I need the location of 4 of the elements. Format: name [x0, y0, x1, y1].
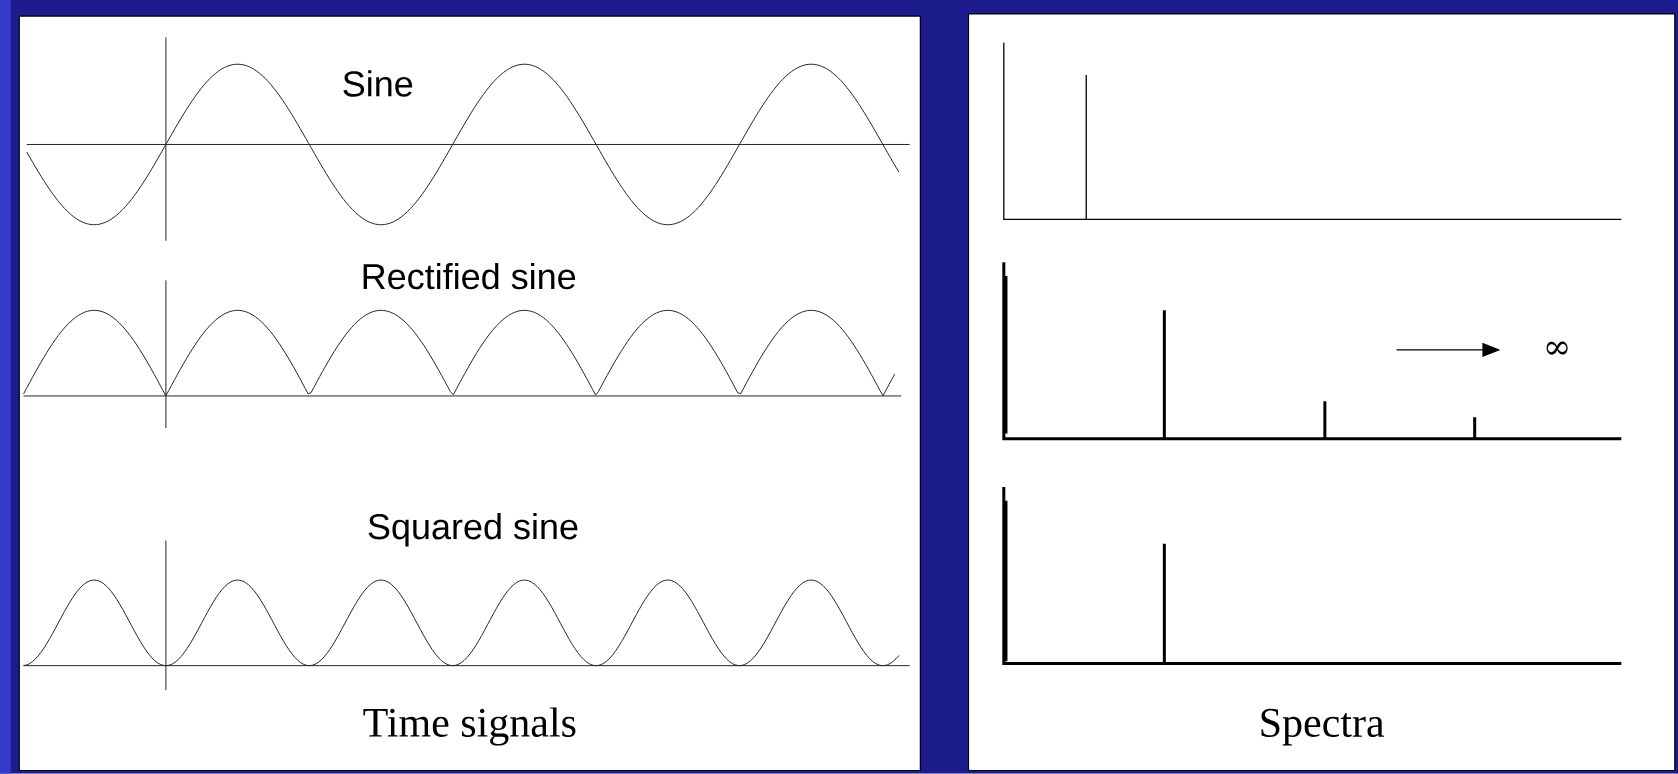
text-label: Sine [343, 70, 413, 97]
text-label: Squared sine [368, 513, 578, 547]
text-label: ∞ [1546, 341, 1568, 355]
text-label: Rectified sine [363, 263, 576, 290]
